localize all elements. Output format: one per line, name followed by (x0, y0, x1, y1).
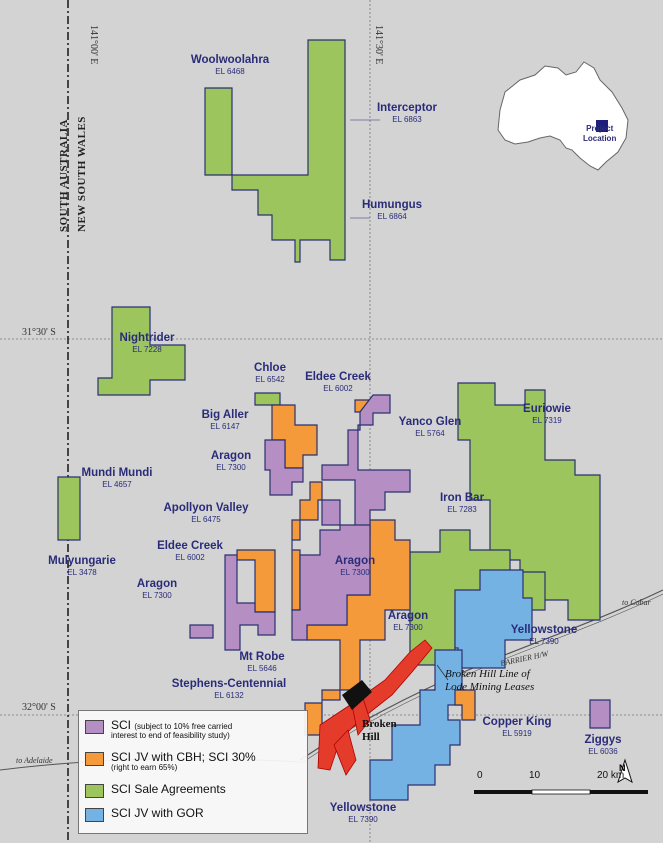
legend-label-sale: SCI Sale Agreements (111, 782, 226, 796)
mulyungarie-tenement[interactable] (57, 476, 81, 541)
to-adelaide-label: to Adelaide (16, 756, 53, 765)
aragon-central-tenement[interactable] (291, 524, 371, 641)
scale-label-20: 20 km (597, 770, 625, 781)
aragon-tiny-tenement[interactable] (189, 624, 214, 639)
aragon-small-tenement[interactable] (321, 499, 341, 526)
barrier-highway-edge (299, 593, 663, 765)
legend-swatch-green (85, 784, 104, 798)
yellowstone-north-tenement[interactable] (454, 569, 533, 669)
chloe-tenement[interactable] (254, 392, 281, 406)
aragon-yanco-tenement[interactable] (321, 394, 411, 536)
legend-label-gor: SCI JV with GOR (111, 806, 204, 820)
aragon-west-tenement[interactable] (224, 554, 276, 651)
legend-note-sci: (subject to 10% free carried (134, 722, 233, 731)
woolwoolahra-tenement[interactable] (204, 87, 233, 176)
legend-sub-cbh: (right to earn 65%) (111, 763, 178, 773)
aragon-north-tenement[interactable] (264, 439, 304, 496)
north-label: N (619, 763, 626, 773)
interceptor-humungus-tenement[interactable] (231, 39, 346, 263)
lon-label-141: 141°00' E (88, 25, 99, 65)
scale-bar (474, 789, 648, 795)
copper-king-tenement[interactable] (454, 689, 476, 721)
legend-swatch-purple (85, 720, 104, 734)
scale-label-10: 10 (529, 770, 541, 781)
south-australia-label: SOUTH AUSTRALIA (58, 119, 70, 232)
legend-label-sci: SCI (111, 718, 132, 732)
new-south-wales-label: NEW SOUTH WALES (76, 116, 88, 232)
nightrider-tenement[interactable] (97, 306, 186, 396)
euriowie-tenement[interactable] (457, 382, 601, 621)
scale-label-0: 0 (477, 770, 483, 781)
lon-label-141-30: 141°30' E (373, 25, 384, 65)
australia-inset (497, 61, 629, 171)
yellowstone-south-tenement[interactable] (369, 649, 463, 801)
legend-row-cbh: SCI JV with CBH; SCI 30%(right to earn 6… (85, 750, 256, 773)
legend-sub-sci: interest to end of feasibility study) (111, 731, 230, 741)
legend-row-gor: SCI JV with GOR (85, 806, 204, 822)
to-cobar-label: to Cobar (622, 598, 651, 607)
north-arrow-icon (617, 758, 633, 784)
broken-hill-city-block (342, 680, 372, 710)
legend-row-sale: SCI Sale Agreements (85, 782, 226, 798)
legend-swatch-blue (85, 808, 104, 822)
lat-label-32: 32°00' S (22, 702, 56, 713)
lat-label-31-30: 31°30' S (22, 327, 56, 338)
legend-swatch-orange (85, 752, 104, 766)
annotation-leader (436, 664, 449, 681)
project-location-marker (596, 120, 608, 132)
legend-label-cbh: SCI JV with CBH; SCI 30% (111, 750, 256, 764)
ziggys-tenement[interactable] (589, 699, 611, 729)
